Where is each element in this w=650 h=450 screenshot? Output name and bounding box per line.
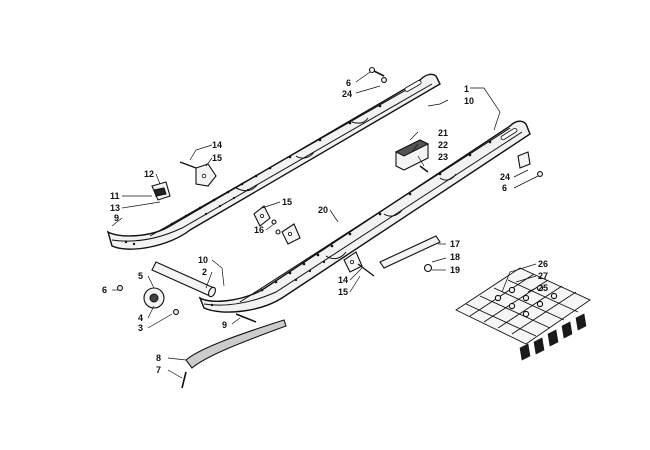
idler-wheel: [117, 285, 179, 315]
right-rail-slot: [500, 127, 518, 141]
spacer-shaft: [151, 261, 216, 298]
hi-fax-wear-strip: [181, 319, 287, 389]
callout-1: 1: [464, 84, 469, 94]
callout-2: 2: [202, 267, 207, 277]
callout-9-lower: 9: [222, 320, 227, 330]
right-rail-holes: [210, 140, 492, 307]
callout-4: 4: [138, 313, 143, 323]
lower-bracket: [343, 251, 375, 277]
callout-27: 27: [538, 271, 548, 281]
callout-20: 20: [318, 205, 328, 215]
bolt-9-lower: [235, 313, 257, 323]
callout-13: 13: [110, 203, 120, 213]
wear-strip-plate: [379, 235, 441, 273]
callout-10-top: 10: [464, 96, 474, 106]
left-rail-slot: [404, 80, 422, 92]
right-slide-rail: [198, 120, 531, 313]
clip-12: [151, 181, 171, 201]
center-brackets: [253, 205, 301, 245]
callout-15-center: 15: [282, 197, 292, 207]
callout-5: 5: [138, 271, 143, 281]
callout-10-lower: 10: [198, 255, 208, 265]
callout-9-left: 9: [114, 213, 119, 223]
callout-8: 8: [156, 353, 161, 363]
rear-right-bolt: [517, 151, 543, 177]
left-slide-rail: [106, 73, 441, 250]
callout-6-right: 6: [502, 183, 507, 193]
callout-18: 18: [450, 252, 460, 262]
callout-14-top: 14: [212, 140, 222, 150]
callout-16: 16: [254, 225, 264, 235]
callout-15-lower: 15: [338, 287, 348, 297]
left-rail-holes: [124, 104, 382, 246]
callout-labels: 1 10 6 24 21 22 23 24 6 14 15 12 11 13 9…: [102, 78, 548, 375]
callout-23: 23: [438, 152, 448, 162]
callout-24-top: 24: [342, 89, 352, 99]
stop-block: [394, 139, 430, 173]
callout-11: 11: [110, 191, 120, 201]
callout-15-top: 15: [212, 153, 222, 163]
callout-7: 7: [156, 365, 161, 375]
callout-21: 21: [438, 128, 448, 138]
bracket-upper-left: [179, 161, 217, 187]
callout-3: 3: [138, 323, 143, 333]
callout-22: 22: [438, 140, 448, 150]
callout-24-right: 24: [500, 172, 510, 182]
leader-lines: [111, 71, 539, 379]
callout-26: 26: [538, 259, 548, 269]
callout-25: 25: [538, 283, 548, 293]
callout-6-lower: 6: [102, 285, 107, 295]
top-rear-bolt: [368, 66, 387, 83]
callout-6-top: 6: [346, 78, 351, 88]
callout-19: 19: [450, 265, 460, 275]
callout-17: 17: [450, 239, 460, 249]
track-section: [455, 267, 591, 361]
callout-14-lower: 14: [338, 275, 348, 285]
callout-12: 12: [144, 169, 154, 179]
